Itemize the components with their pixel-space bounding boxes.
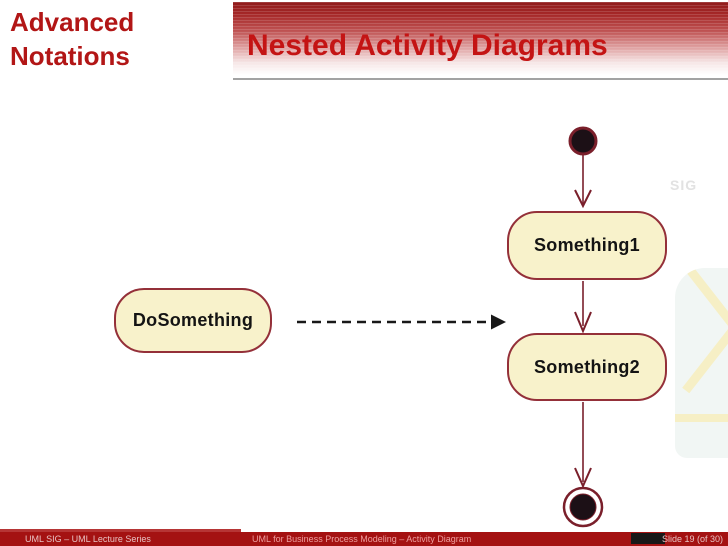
action-node-something2: Something2 xyxy=(507,333,667,401)
title-banner: Nested Activity Diagrams xyxy=(233,2,728,80)
action-node-label: DoSomething xyxy=(132,310,254,330)
footer-accent-strip xyxy=(0,529,241,532)
corner-heading: Advanced Notations xyxy=(10,5,134,73)
footer-lecture-title: UML for Business Process Modeling – Acti… xyxy=(252,534,472,544)
action-node-label: Something2 xyxy=(533,356,640,377)
slide-title: Nested Activity Diagrams xyxy=(247,29,608,62)
action-node-dosomething: DoSomething xyxy=(114,288,272,353)
initial-state-icon xyxy=(568,126,598,156)
dashed-arrow-dosomething xyxy=(297,314,506,330)
action-node-something1: Something1 xyxy=(507,211,667,280)
footer-series-label: UML SIG – UML Lecture Series xyxy=(25,534,151,544)
arrow-something1-to-something2 xyxy=(574,281,592,334)
arrow-something2-to-final xyxy=(574,402,592,489)
final-state-icon xyxy=(562,486,604,528)
footer-slide-number: Slide 19 (of 30) xyxy=(661,534,723,544)
sig-watermark: SIG xyxy=(670,177,698,193)
action-node-label: Something1 xyxy=(533,235,640,255)
corner-heading-line1: Advanced xyxy=(10,7,135,37)
logo-horizontal-stripe xyxy=(675,414,728,422)
background-logo-watermark xyxy=(675,268,728,458)
footer-bar: UML SIG – UML Lecture Series UML for Bus… xyxy=(0,532,728,546)
slide-number-shadow xyxy=(631,533,665,544)
arrow-initial-to-something1 xyxy=(574,155,592,209)
corner-heading-line2: Notations xyxy=(10,41,130,71)
